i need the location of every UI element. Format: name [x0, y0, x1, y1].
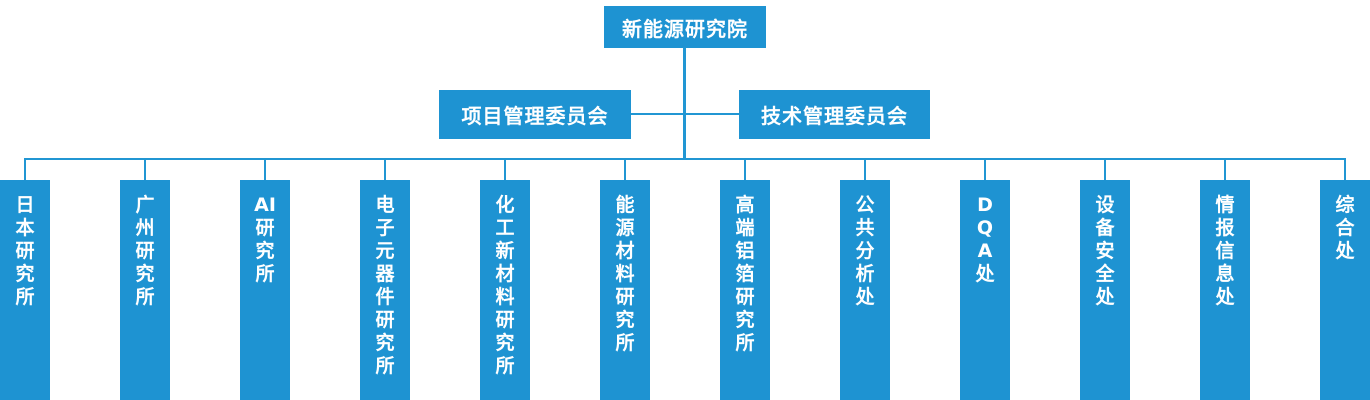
- unit-label-line: 料: [495, 286, 515, 308]
- unit-label-line: 安: [1095, 240, 1115, 262]
- org-node-unit: 高端铝箔研究所: [720, 180, 770, 400]
- unit-label-line: 息: [1215, 263, 1235, 285]
- unit-label-line: 所: [255, 263, 275, 285]
- org-node-unit: 公共分析处: [840, 180, 890, 400]
- connector-stub: [264, 158, 266, 181]
- connector-stub: [144, 158, 146, 181]
- unit-label-line: 研: [15, 240, 35, 262]
- unit-label-line: Q: [976, 217, 994, 239]
- unit-label-line: 研: [615, 286, 635, 308]
- unit-label-line: 处: [1215, 286, 1235, 308]
- unit-label-line: 情: [1215, 194, 1235, 216]
- org-node-unit: 电子元器件研究所: [360, 180, 410, 400]
- unit-label-line: 究: [15, 263, 35, 285]
- connector-stub: [1104, 158, 1106, 181]
- unit-label-line: 究: [135, 263, 155, 285]
- unit-label-line: 箔: [735, 263, 755, 285]
- unit-label-line: 研: [135, 240, 155, 262]
- unit-label-line: 究: [495, 332, 515, 354]
- org-node-committee-project: 项目管理委员会: [439, 90, 631, 139]
- unit-label-line: 件: [375, 286, 395, 308]
- connector-stub: [1344, 158, 1346, 181]
- unit-label-line: 元: [375, 240, 395, 262]
- connector-stub: [744, 158, 746, 181]
- connector-units-horizontal: [24, 158, 1346, 160]
- unit-label-line: 研: [375, 309, 395, 331]
- unit-label-line: 工: [495, 217, 515, 239]
- unit-label-line: 所: [735, 332, 755, 354]
- unit-label-line: 化: [495, 194, 515, 216]
- unit-label-line: 分: [855, 240, 875, 262]
- org-node-unit: 能源材料研究所: [600, 180, 650, 400]
- unit-label-line: 备: [1095, 217, 1115, 239]
- unit-label-line: AI: [254, 194, 276, 216]
- unit-label-line: 所: [495, 355, 515, 377]
- connector-stub: [1224, 158, 1226, 181]
- unit-label-line: 究: [255, 240, 275, 262]
- unit-label-line: 全: [1095, 263, 1115, 285]
- unit-label-line: D: [977, 194, 993, 216]
- unit-label-line: 所: [135, 286, 155, 308]
- org-node-unit: 日本研究所: [0, 180, 50, 400]
- unit-label-line: 本: [15, 217, 35, 239]
- connector-stub: [504, 158, 506, 181]
- unit-label-line: 器: [375, 263, 395, 285]
- org-node-unit: 情报信息处: [1200, 180, 1250, 400]
- unit-label-line: 研: [495, 309, 515, 331]
- org-node-root: 新能源研究院: [604, 6, 766, 48]
- unit-label-line: 材: [495, 263, 515, 285]
- unit-label-line: A: [977, 240, 993, 262]
- unit-label-line: 究: [615, 309, 635, 331]
- connector-stub: [984, 158, 986, 181]
- unit-label-line: 所: [15, 286, 35, 308]
- unit-label-line: 研: [255, 217, 275, 239]
- unit-label-line: 源: [615, 217, 635, 239]
- unit-label-line: 处: [975, 263, 995, 285]
- unit-label-line: 信: [1215, 240, 1235, 262]
- unit-label-line: 日: [15, 194, 35, 216]
- unit-label-line: 合: [1335, 217, 1355, 239]
- connector-stub: [24, 158, 26, 181]
- org-node-unit: 综合处: [1320, 180, 1370, 400]
- unit-label-line: 高: [735, 194, 755, 216]
- unit-label-line: 新: [495, 240, 515, 262]
- unit-label-line: 所: [375, 355, 395, 377]
- unit-label-line: 铝: [735, 240, 755, 262]
- unit-label-line: 材: [615, 240, 635, 262]
- unit-label-line: 处: [855, 286, 875, 308]
- org-node-unit: 设备安全处: [1080, 180, 1130, 400]
- unit-label-line: 广: [135, 194, 155, 216]
- unit-label-line: 端: [735, 217, 755, 239]
- unit-label-line: 能: [615, 194, 635, 216]
- unit-label-line: 究: [735, 309, 755, 331]
- unit-label-line: 公: [855, 194, 875, 216]
- connector-committee-horizontal: [631, 113, 739, 115]
- unit-label-line: 综: [1335, 194, 1355, 216]
- unit-label-line: 研: [735, 286, 755, 308]
- unit-label-line: 子: [375, 217, 395, 239]
- org-node-unit: 广州研究所: [120, 180, 170, 400]
- unit-label-line: 共: [855, 217, 875, 239]
- unit-label-line: 处: [1095, 286, 1115, 308]
- unit-label-line: 设: [1095, 194, 1115, 216]
- org-node-unit: 化工新材料研究所: [480, 180, 530, 400]
- unit-label-line: 电: [375, 194, 395, 216]
- org-node-committee-technology: 技术管理委员会: [739, 90, 930, 139]
- unit-label-line: 究: [375, 332, 395, 354]
- connector-center-vertical: [683, 47, 686, 160]
- unit-label-line: 报: [1215, 217, 1235, 239]
- connector-stub: [864, 158, 866, 181]
- unit-label-line: 所: [615, 332, 635, 354]
- connector-stub: [624, 158, 626, 181]
- unit-label-line: 析: [855, 263, 875, 285]
- unit-label-line: 料: [615, 263, 635, 285]
- unit-label-line: 州: [135, 217, 155, 239]
- unit-label-line: 处: [1335, 240, 1355, 262]
- connector-stub: [384, 158, 386, 181]
